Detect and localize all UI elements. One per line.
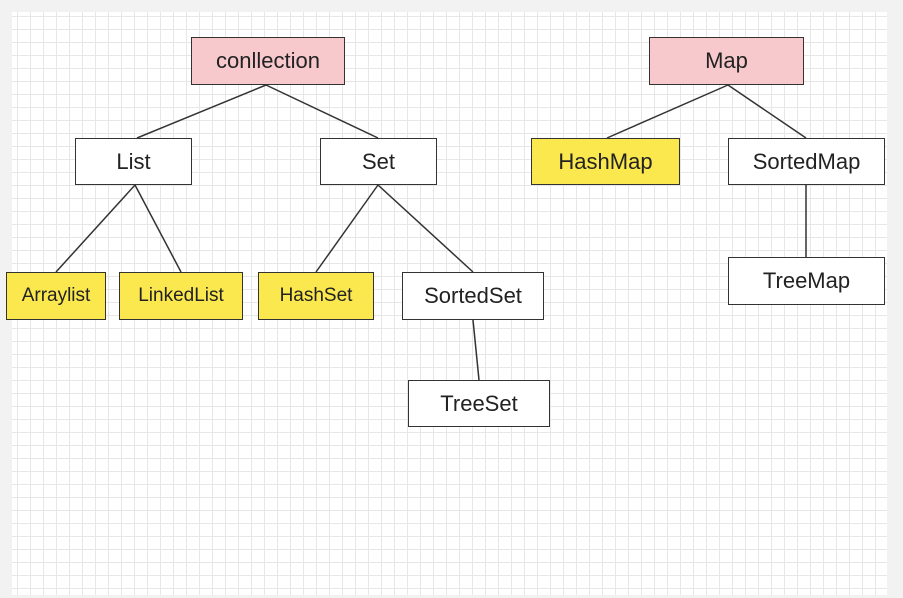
node-hashset: HashSet: [258, 272, 374, 320]
edge-sortedset-treeset: [472, 319, 480, 381]
node-set: Set: [320, 138, 437, 185]
node-map: Map: [649, 37, 804, 85]
edge-set-sortedset: [377, 184, 474, 273]
node-arraylist: Arraylist: [6, 272, 106, 320]
edge-map-hashmap: [606, 84, 729, 139]
node-list: List: [75, 138, 192, 185]
edge-collection-set: [265, 84, 379, 139]
node-sortedset: SortedSet: [402, 272, 544, 320]
edge-map-sortedmap: [727, 84, 807, 139]
edge-collection-list: [136, 84, 267, 139]
node-collection: conllection: [191, 37, 345, 85]
node-treemap: TreeMap: [728, 257, 885, 305]
edge-list-linkedlist: [134, 184, 182, 273]
edge-list-arraylist: [55, 184, 136, 273]
node-treeset: TreeSet: [408, 380, 550, 427]
node-sortedmap: SortedMap: [728, 138, 885, 185]
edge-set-hashset: [315, 184, 379, 273]
node-hashmap: HashMap: [531, 138, 680, 185]
node-linkedlist: LinkedList: [119, 272, 243, 320]
